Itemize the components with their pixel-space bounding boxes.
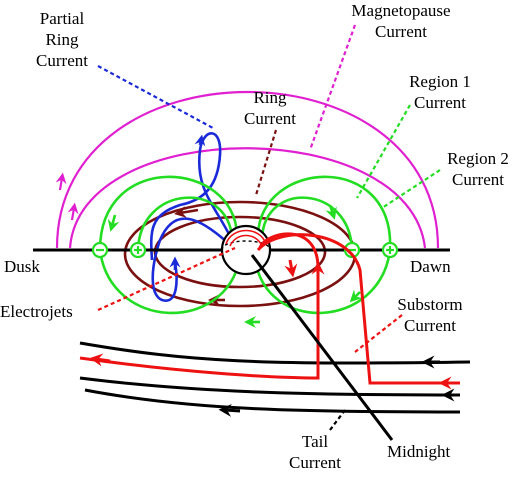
substorm-current [79, 232, 460, 390]
substorm-arrow-dusk [89, 353, 111, 367]
substorm-arrow-down [284, 259, 298, 278]
ring-current-inner [153, 215, 327, 289]
region1-leader [356, 104, 411, 199]
region-arrow-dusk [107, 214, 120, 232]
ring-current-arrow-top [174, 206, 199, 218]
magnetopause-arrow-outer [55, 172, 67, 191]
partial-ring-leader [97, 65, 214, 129]
tail-line-3 [79, 376, 461, 397]
partial-ring-current [149, 132, 234, 302]
region-arrow-dawn-bottom [349, 289, 363, 303]
substorm-current-label: Substorm Current [397, 295, 463, 335]
region-currents [98, 175, 392, 328]
electrojets-label: Electrojets [0, 302, 73, 321]
label-leader-lines [97, 24, 441, 431]
tail-leader [329, 409, 346, 431]
ring-current-label: Ring Current [244, 88, 296, 128]
ring-current-leader [254, 129, 278, 196]
tail-current-lines [79, 341, 471, 417]
partial-ring-current-label: Partial Ring Current [36, 9, 88, 70]
substorm-wedge-dawn [256, 233, 460, 385]
partial-ring-loop-upper [149, 132, 234, 261]
tail-line-4 [84, 388, 461, 414]
magnetopause-leader [308, 24, 357, 151]
substorm-leader [354, 314, 403, 353]
region2-current-label: Region 2 Current [447, 149, 509, 189]
magnetopause-current-label: Magnetopause Current [351, 1, 451, 41]
partial-ring-arrow [194, 134, 206, 147]
region-arrow-dawn [325, 204, 337, 220]
region1-dawn-symbol [381, 241, 399, 259]
magnetopause-arrow-inner [67, 202, 79, 221]
tail-line-1 [79, 341, 471, 365]
region2-dusk-symbol [129, 241, 147, 259]
region-loop-dusk-outer [98, 175, 239, 251]
region1-current-label: Region 1 Current [409, 72, 471, 112]
magnetopause-current-loops [55, 91, 440, 249]
tail-arrow-4 [218, 403, 241, 417]
region-loop-bottom-dawn [253, 249, 392, 315]
region-loop-dawn-inner [260, 196, 354, 251]
magnetopause-inner-arc [68, 147, 427, 249]
partial-ring-loop-lower [151, 217, 229, 302]
magnetopause-outer-arc [55, 91, 440, 249]
dusk-label: Dusk [4, 257, 40, 276]
region1-dusk-symbol [91, 241, 109, 259]
midnight-label: Midnight [387, 442, 451, 461]
region-loop-dusk-inner [136, 196, 234, 251]
region2-leader [381, 169, 441, 209]
substorm-wedge-dusk [79, 232, 320, 380]
midnight-line [250, 254, 394, 441]
region-loop-bottom-dusk [98, 249, 242, 315]
region-loop-dawn-outer [256, 175, 392, 251]
tail-current-label: Tail Current [289, 432, 341, 472]
dawn-label: Dawn [410, 257, 451, 276]
